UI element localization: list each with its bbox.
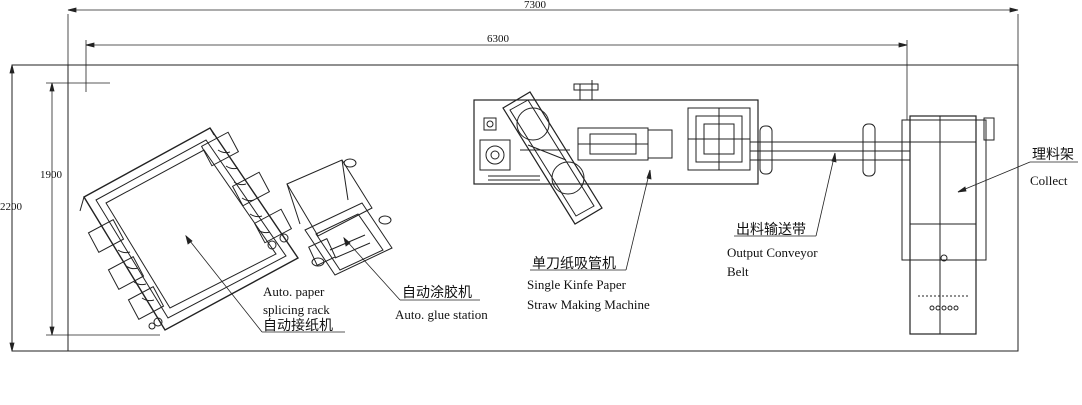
straw-machine-drawing <box>473 80 759 225</box>
conveyor-drawing <box>749 123 911 177</box>
collect-label-cn: 理料架 <box>1032 147 1074 163</box>
splicing-label-cn: 自动接纸机 <box>263 317 333 334</box>
dimension-6300 <box>85 40 908 120</box>
dimension-1900-label: 1900 <box>40 169 63 181</box>
glue-station-drawing <box>286 158 393 276</box>
dimension-7300 <box>67 7 1019 65</box>
dimension-6300-label: 6300 <box>487 33 510 45</box>
conveyor-label-cn: 出料输送带 <box>736 222 806 238</box>
splicing-label-en-2: splicing rack <box>263 302 330 317</box>
leader-lines <box>185 152 1078 333</box>
collect-rack-drawing <box>901 115 995 335</box>
straw-label-en-1: Single Kinfe Paper <box>527 277 627 292</box>
dimension-2200-label: 2200 <box>0 201 23 213</box>
glue-label-en: Auto. glue station <box>395 307 488 322</box>
splicing-rack-drawing <box>79 127 300 331</box>
splicing-label-en-1: Auto. paper <box>263 284 325 299</box>
straw-label-cn: 单刀纸吸管机 <box>532 256 616 272</box>
dimension-2200 <box>9 64 15 352</box>
glue-label-cn: 自动涂胶机 <box>402 284 472 301</box>
floor-outline <box>11 64 1019 352</box>
straw-label-en-2: Straw Making Machine <box>527 297 650 312</box>
conveyor-label-en-2: Belt <box>727 264 749 279</box>
conveyor-label-en-1: Output Conveyor <box>727 245 818 260</box>
collect-label-en: Collect <box>1030 173 1068 188</box>
dimension-1900 <box>46 82 160 336</box>
dimension-7300-label: 7300 <box>524 0 547 11</box>
